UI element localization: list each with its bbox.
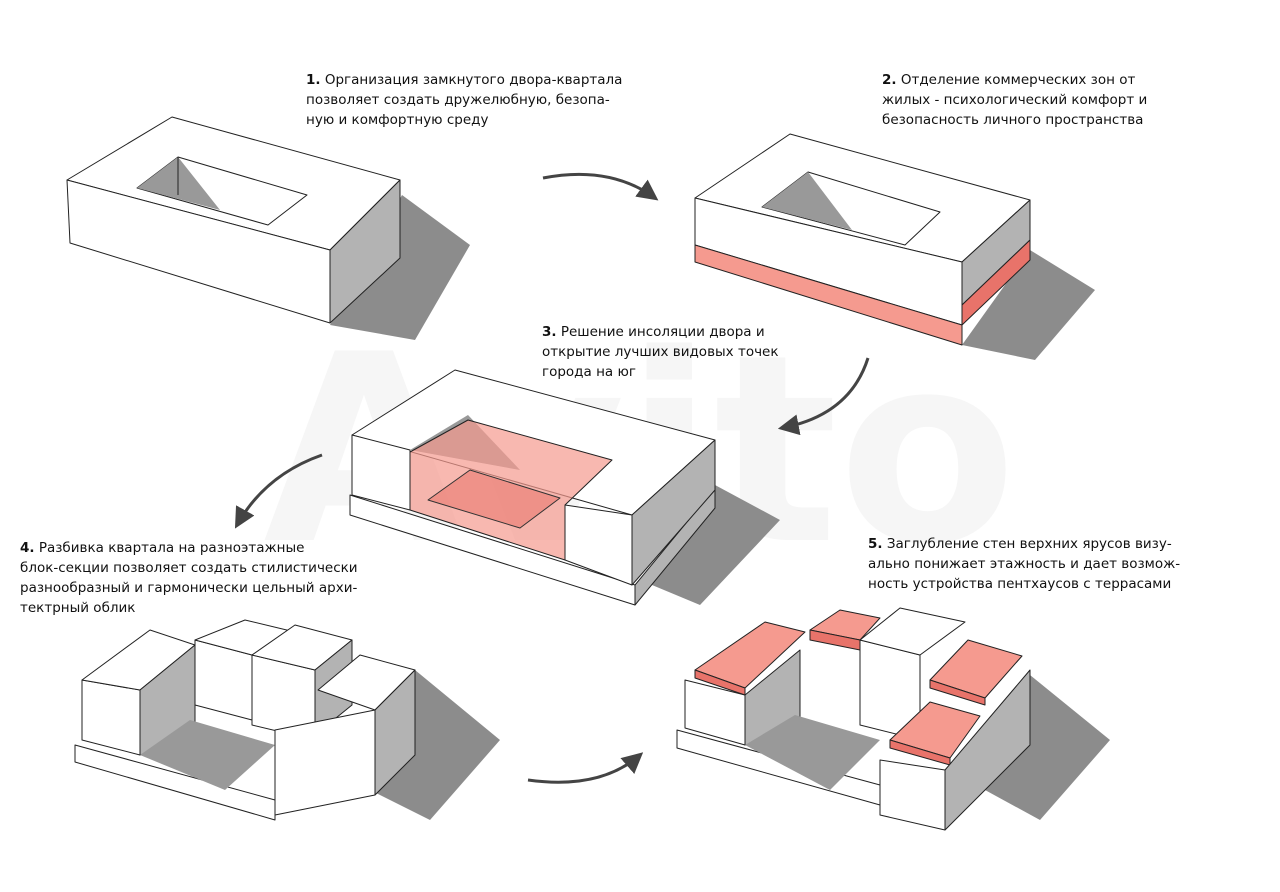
step1-block	[66, 116, 470, 340]
step3-number: 3.	[542, 324, 557, 340]
step3-open-zone-floor	[427, 469, 561, 529]
step1-line3: ную и комфортную среду	[306, 112, 489, 128]
step2-plinth-front	[694, 244, 963, 346]
arrow-3-to-4	[234, 453, 323, 529]
step5-right-side	[944, 669, 1031, 831]
step2-caption: 2. Отделение коммерческих зон от жилых -…	[882, 70, 1147, 130]
step4-right-side	[374, 669, 416, 796]
step4-line1: Разбивка квартала на разноэтажные	[38, 540, 305, 556]
step4-line4: тектрный облик	[20, 600, 136, 616]
step1-caption: 1. Организация замкнутого двора-квартала…	[306, 70, 622, 130]
step3-line2: открытие лучших видовых точек	[542, 344, 779, 360]
step1-side-face	[329, 179, 401, 324]
step5-number: 5.	[868, 536, 883, 552]
step2-block	[694, 133, 1095, 360]
step1-ground-shadow	[330, 195, 470, 340]
step3-block	[349, 369, 780, 606]
step2-ground-shadow	[962, 250, 1095, 360]
step2-plinth-side	[961, 239, 1031, 326]
step4-caption: 4. Разбивка квартала на разноэтажные бло…	[20, 538, 358, 618]
step3-caption: 3. Решение инсоляции двора и открытие лу…	[542, 322, 779, 382]
step4-courtyard-floor	[140, 720, 275, 790]
arrow-2-to-3	[777, 357, 870, 436]
step5-caption: 5. Заглубление стен верхних ярусов визу-…	[868, 534, 1180, 594]
step4-left-front	[81, 679, 141, 756]
step5-line2: ально понижает этажность и дает возмож-	[868, 556, 1181, 572]
step4-number: 4.	[20, 540, 35, 556]
step2-line2: жилых - психологический комфорт и	[882, 92, 1148, 108]
step4-block	[74, 619, 500, 821]
step2-number: 2.	[882, 72, 897, 88]
arrow-1-to-2	[542, 172, 659, 201]
step2-line3: безопасность личного пространства	[882, 112, 1144, 128]
step3-line1: Решение инсоляции двора и	[560, 324, 765, 340]
step5-terrace-left-front	[694, 669, 746, 696]
arrow-4-to-5	[527, 752, 644, 784]
step5-terrace-right-front	[929, 679, 986, 706]
step5-courtyard-floor	[745, 715, 880, 790]
step5-tower-top	[859, 607, 966, 656]
step1-line2: позволяет создать дружелюбную, безопа-	[306, 92, 610, 108]
step4-line2: блок-секции позволяет создать стилистиче…	[20, 560, 358, 576]
step2-line1: Отделение коммерческих зон от	[900, 72, 1136, 88]
step5-line3: ность устройства пентхаусов с террасами	[868, 576, 1172, 592]
step5-line1: Заглубление стен верхних ярусов визу-	[886, 536, 1172, 552]
step2-courtyard-wall	[762, 172, 852, 230]
step5-block	[676, 607, 1110, 831]
step1-number: 1.	[306, 72, 321, 88]
step1-line1: Организация замкнутого двора-квартала	[324, 72, 623, 88]
step3-ground-shadow	[640, 485, 780, 605]
step5-right-front	[879, 759, 946, 831]
step4-line3: разнообразный и гармонически цельный арх…	[20, 580, 358, 596]
step3-side-face	[631, 439, 716, 586]
step3-line3: города на юг	[542, 364, 636, 380]
